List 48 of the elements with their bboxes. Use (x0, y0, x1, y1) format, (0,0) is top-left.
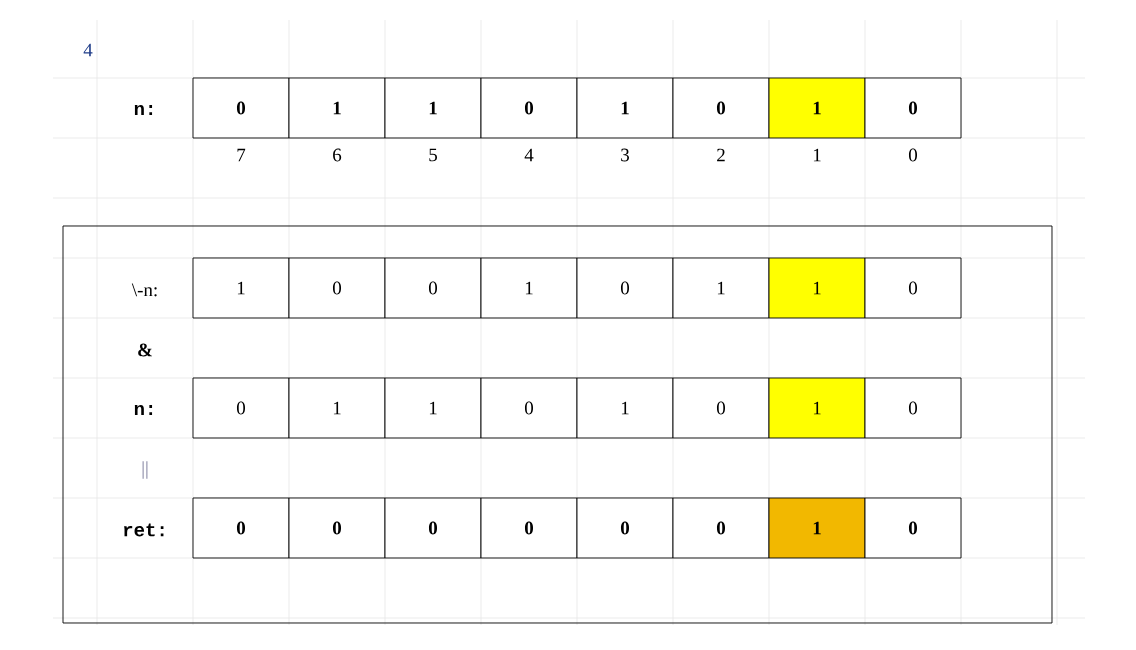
bit-index: 5 (429, 148, 437, 162)
bit-cell: 1 (480, 257, 578, 319)
bit-cell: 0 (480, 497, 578, 559)
bit-cell: 1 (768, 77, 866, 139)
bit-cell: 0 (672, 497, 770, 559)
bit-cell: 1 (192, 257, 290, 319)
bit-index: 7 (237, 148, 246, 162)
bit-cell: 0 (192, 377, 290, 439)
operator: & (138, 343, 152, 357)
frame (62, 225, 1053, 624)
bit-cell: 0 (384, 257, 482, 319)
bit-cell: 0 (288, 497, 386, 559)
bit-index: 3 (621, 148, 629, 162)
bit-cell: 1 (288, 77, 386, 139)
operator: || (142, 461, 148, 479)
bit-index: 0 (908, 148, 917, 162)
bit-cell: 1 (768, 497, 866, 559)
row-label: \-n: (131, 283, 157, 297)
bit-cell: 0 (672, 77, 770, 139)
bit-cell: 0 (480, 77, 578, 139)
bit-cell: 1 (288, 377, 386, 439)
bit-cell: 1 (768, 377, 866, 439)
bit-cell: 0 (864, 257, 962, 319)
bit-cell: 0 (864, 77, 962, 139)
bit-cell: 0 (192, 77, 290, 139)
bit-cell: 0 (480, 377, 578, 439)
bit-cell: 0 (864, 377, 962, 439)
bit-cell: 0 (576, 497, 674, 559)
bit-index: 6 (333, 148, 342, 162)
row-label: n: (134, 404, 153, 416)
row-label: ret: (124, 523, 164, 537)
bit-cell: 0 (384, 497, 482, 559)
bit-cell: 0 (288, 257, 386, 319)
number: 4 (83, 43, 93, 57)
bit-index: 1 (813, 148, 821, 162)
bit-cell: 0 (864, 497, 962, 559)
bit-cell: 1 (576, 77, 674, 139)
bit-cell: 1 (384, 77, 482, 139)
bit-cell: 0 (576, 257, 674, 319)
bit-cell: 1 (768, 257, 866, 319)
bit-cell: 1 (576, 377, 674, 439)
bit-cell: 1 (384, 377, 482, 439)
bit-cell: 0 (192, 497, 290, 559)
bit-index: 2 (717, 148, 725, 162)
bit-cell: 1 (672, 257, 770, 319)
row-label: n: (134, 104, 153, 116)
bit-cell: 0 (672, 377, 770, 439)
bit-index: 4 (524, 148, 534, 162)
